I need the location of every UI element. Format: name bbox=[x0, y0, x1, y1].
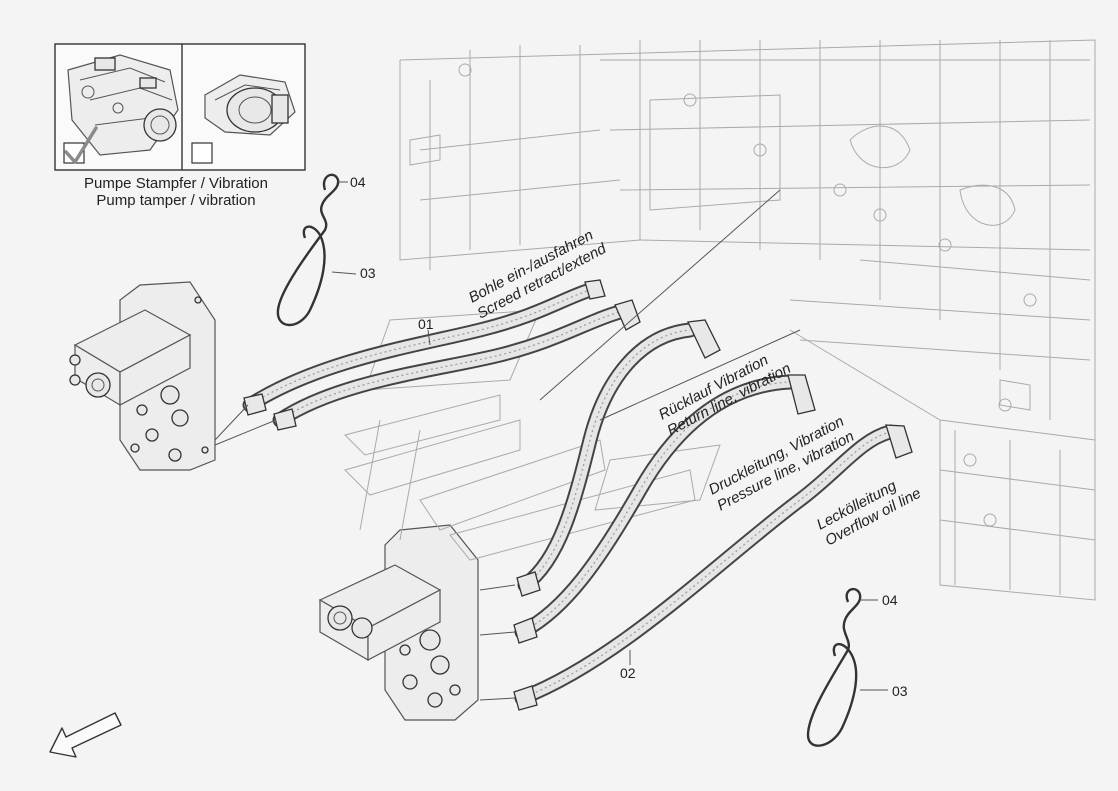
callout-03-top: 03 bbox=[360, 265, 376, 281]
pump-variant-box: Pumpe Stampfer / Vibration Pump tamper /… bbox=[54, 43, 306, 209]
valve-block-upper bbox=[69, 281, 216, 471]
variant-title-de: Pumpe Stampfer / Vibration bbox=[84, 175, 268, 192]
hose-screed-lower bbox=[272, 299, 641, 431]
valve-block-lower bbox=[318, 524, 479, 721]
hose-overflow-oil bbox=[513, 424, 913, 711]
callout-04-bottom: 04 bbox=[882, 592, 898, 608]
hose-clip-bottom bbox=[806, 587, 888, 747]
check-icon bbox=[64, 126, 98, 164]
label-return: Rücklauf Vibration Return line, vibratio… bbox=[656, 351, 794, 439]
machine-frame bbox=[399, 39, 1096, 601]
gear-pump-image bbox=[204, 74, 296, 136]
callout-04-top: 04 bbox=[350, 174, 366, 190]
variant-title-en: Pump tamper / vibration bbox=[96, 192, 255, 209]
hose-screed-upper bbox=[242, 279, 606, 416]
hose-clip-top bbox=[276, 173, 357, 327]
callout-02: 02 bbox=[620, 665, 636, 681]
hose-return-vibration bbox=[516, 319, 721, 597]
direction-arrow-icon bbox=[49, 712, 122, 758]
variant-b-checkbox[interactable] bbox=[191, 142, 213, 164]
hose-pressure-vibration bbox=[513, 374, 816, 644]
reference-outlines bbox=[344, 309, 721, 561]
leader-lines bbox=[214, 189, 801, 701]
callout-01: 01 bbox=[418, 316, 434, 332]
callout-03-bottom: 03 bbox=[892, 683, 908, 699]
